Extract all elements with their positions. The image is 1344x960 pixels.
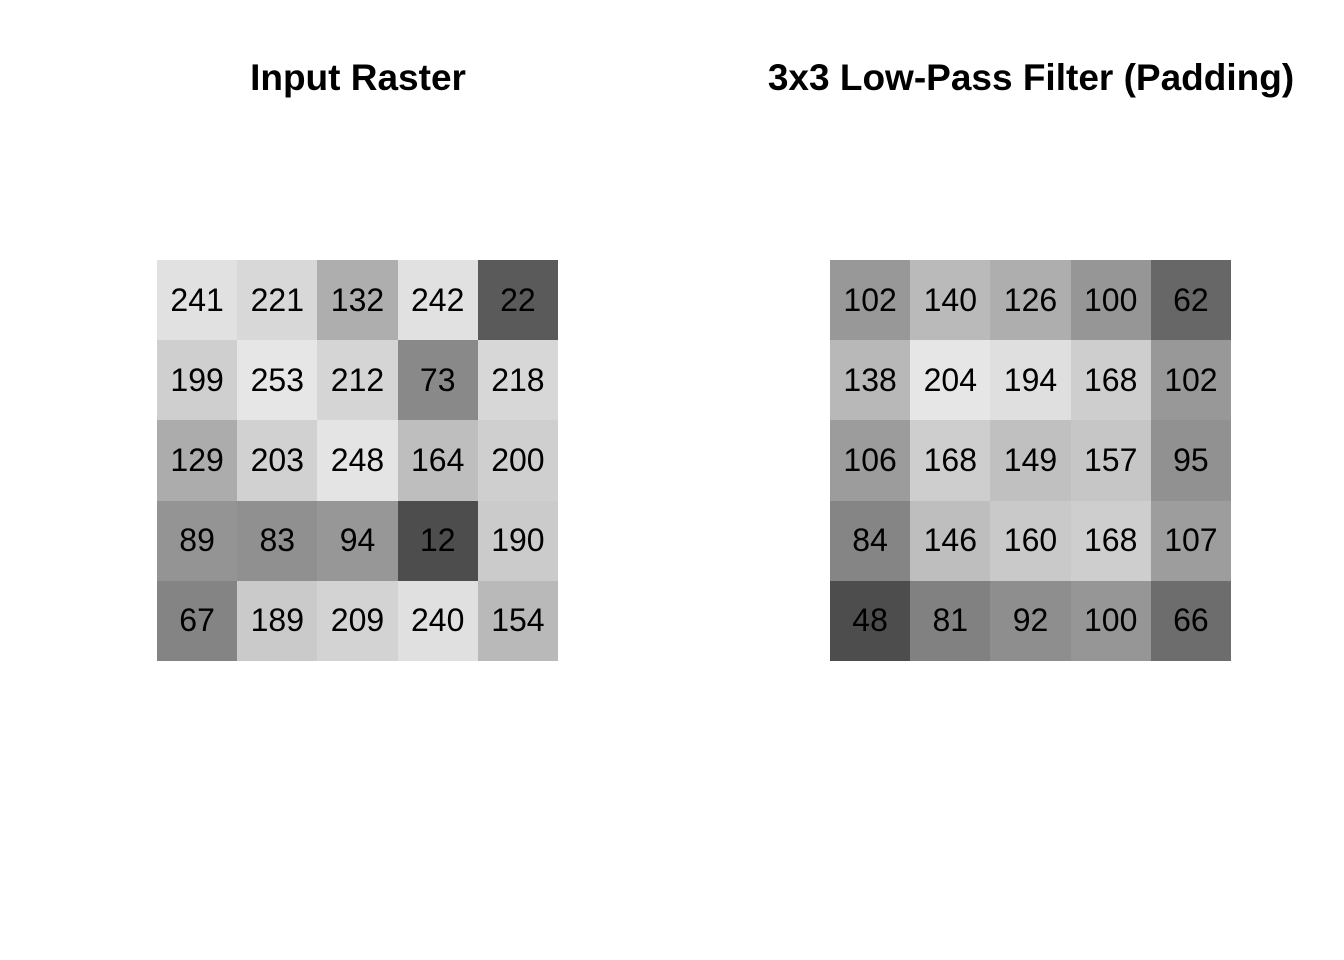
raster-cell: 81	[910, 580, 991, 661]
raster-cell: 190	[477, 500, 558, 581]
raster-cell: 12	[397, 500, 478, 581]
raster-cell: 200	[477, 420, 558, 501]
raster-cell: 132	[317, 260, 398, 341]
raster-cell: 168	[910, 420, 991, 501]
raster-cell: 203	[237, 420, 318, 501]
raster-cell: 129	[157, 420, 238, 501]
raster-cell: 168	[1070, 340, 1151, 421]
raster-cell: 157	[1070, 420, 1151, 501]
raster-cell: 209	[317, 580, 398, 661]
raster-cell: 84	[830, 500, 911, 581]
raster-cell: 22	[477, 260, 558, 341]
panel-title-input-raster: Input Raster	[250, 57, 466, 98]
raster-cell: 199	[157, 340, 238, 421]
raster-cell: 160	[990, 500, 1071, 581]
raster-cell: 240	[397, 580, 478, 661]
raster-cell: 102	[830, 260, 911, 341]
raster-cell: 107	[1150, 500, 1231, 581]
raster-cell: 194	[990, 340, 1071, 421]
raster-cell: 241	[157, 260, 238, 341]
raster-cell: 102	[1150, 340, 1231, 421]
raster-cell: 221	[237, 260, 318, 341]
raster-cell: 94	[317, 500, 398, 581]
raster-cell: 138	[830, 340, 911, 421]
raster-cell: 164	[397, 420, 478, 501]
raster-cell: 66	[1150, 580, 1231, 661]
raster-cell: 100	[1070, 260, 1151, 341]
raster-cell: 204	[910, 340, 991, 421]
raster-cell: 146	[910, 500, 991, 581]
raster-cell: 126	[990, 260, 1071, 341]
raster-cell: 253	[237, 340, 318, 421]
raster-cell: 106	[830, 420, 911, 501]
raster-cell: 83	[237, 500, 318, 581]
raster-cell: 62	[1150, 260, 1231, 341]
raster-cell: 212	[317, 340, 398, 421]
raster-cell: 218	[477, 340, 558, 421]
raster-cell: 149	[990, 420, 1071, 501]
raster-cell: 248	[317, 420, 398, 501]
raster-cell: 140	[910, 260, 991, 341]
raster-cell: 154	[477, 580, 558, 661]
raster-cell: 189	[237, 580, 318, 661]
raster-cell: 89	[157, 500, 238, 581]
raster-cell: 92	[990, 580, 1071, 661]
raster-cell: 100	[1070, 580, 1151, 661]
raster-cell: 168	[1070, 500, 1151, 581]
raster-cell: 242	[397, 260, 478, 341]
raster-cell: 67	[157, 580, 238, 661]
panel-title-lowpass-filter: 3x3 Low-Pass Filter (Padding)	[767, 57, 1295, 98]
raster-cell: 48	[830, 580, 911, 661]
raster-cell: 95	[1150, 420, 1231, 501]
raster-cell: 73	[397, 340, 478, 421]
